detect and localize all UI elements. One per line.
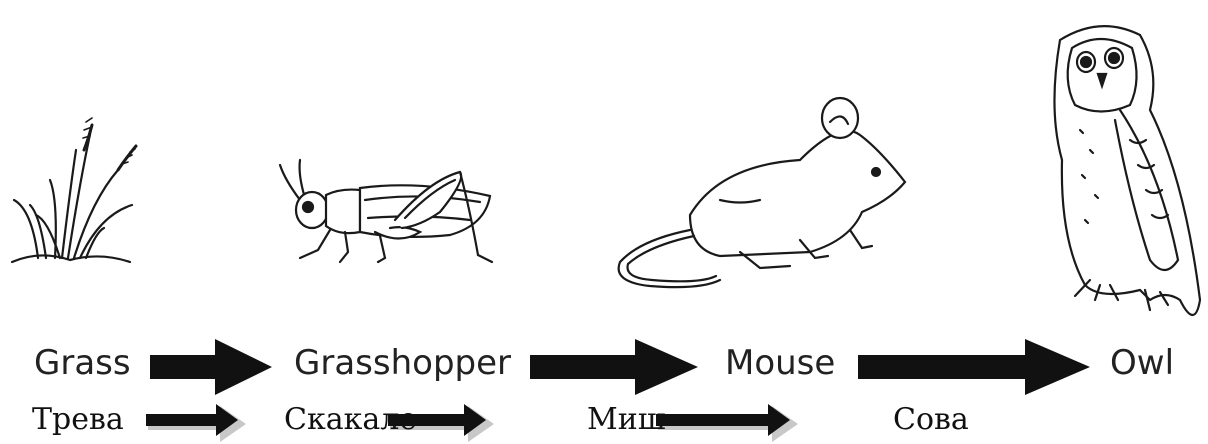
grasshopper-icon — [280, 160, 492, 262]
arrows-bulgarian — [146, 404, 798, 442]
label-grass: Grass — [34, 343, 131, 383]
label-grass-bg: Трева — [32, 400, 124, 440]
label-owl-bg: Сова — [893, 400, 969, 440]
arrow-grass-to-grasshopper — [150, 339, 272, 395]
grass-icon — [12, 118, 136, 262]
label-mouse: Mouse — [725, 343, 835, 383]
owl-icon — [1054, 26, 1200, 315]
arrows-english — [150, 339, 1090, 395]
label-grasshopper: Grasshopper — [294, 343, 511, 383]
mouse-icon — [619, 98, 905, 287]
arrow-grasshopper-to-mouse — [530, 339, 698, 395]
label-grasshopper-bg: Скакале — [284, 400, 417, 440]
label-owl: Owl — [1110, 343, 1174, 383]
arrow-bg-3 — [656, 404, 790, 436]
label-mouse-bg: Миш — [587, 400, 666, 440]
arrow-mouse-to-owl — [858, 339, 1090, 395]
